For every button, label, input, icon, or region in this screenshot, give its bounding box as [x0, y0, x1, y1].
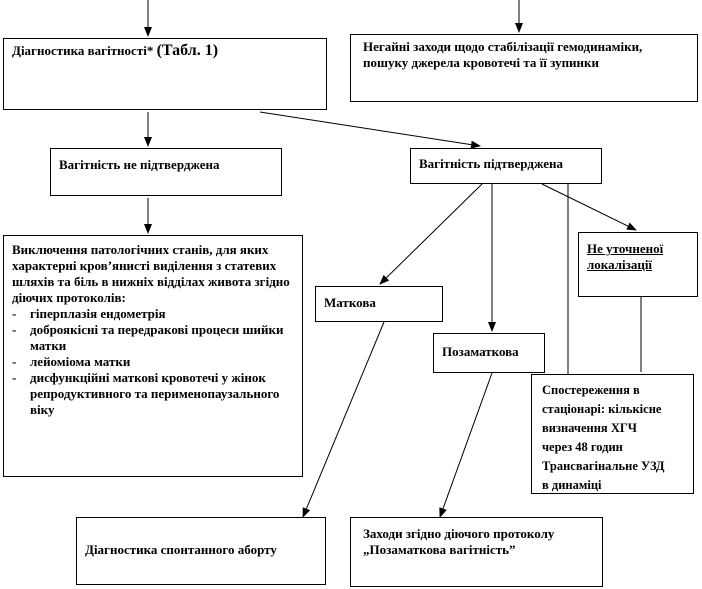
pregnancy-not-confirmed-box: Вагітність не підтверджена	[50, 148, 282, 196]
ectopic-protocol-line1: Заходи згідно діючого протоколу	[363, 526, 555, 541]
uterine-text: Маткова	[324, 295, 376, 310]
pregnancy-not-confirmed-text: Вагітність не підтверджена	[59, 157, 220, 172]
observation-line: Трансвагінальне УЗД	[542, 459, 665, 473]
observation-line: стаціонарі: кількісне	[542, 402, 662, 416]
observation-line: через 48 годин	[542, 440, 623, 454]
exclusion-intro: Виключення патологічних станів, для яких…	[12, 242, 290, 305]
arrow-confirmed-to-uterine	[379, 183, 483, 285]
pregnancy-diagnostics-box: Діагностика вагітності* (Табл. 1)	[3, 38, 327, 110]
ectopic-protocol-line2: „Позаматкова вагітність”	[363, 542, 516, 557]
table-reference: (Табл. 1)	[156, 42, 219, 59]
exclusion-item: доброякісні та передракові процеси шийки…	[12, 322, 294, 354]
exclusion-item: дисфункційні маткові кровотечі у жінок р…	[12, 370, 294, 418]
spontaneous-abortion-box: Діагностика спонтанного аборту	[76, 517, 326, 585]
observation-box: Спостереження в стаціонарі: кількісне ви…	[531, 374, 694, 494]
observation-line: в динаміці	[542, 478, 602, 492]
observation-line: визначення ХГЧ	[542, 421, 637, 435]
pregnancy-diagnostics-label: Діагностика вагітності*	[12, 43, 154, 58]
ectopic-box: Позаматкова	[433, 333, 545, 373]
exclusion-item: лейоміома матки	[12, 354, 294, 370]
emergency-measures-text: Негайні заходи щодо стабілізації гемодин…	[363, 39, 643, 70]
unknown-location-line2: локалізації	[587, 257, 653, 272]
exclusion-conditions-box: Виключення патологічних станів, для яких…	[3, 235, 303, 477]
unknown-location-box: Не уточненої локалізації	[578, 232, 698, 297]
uterine-box: Маткова	[315, 286, 443, 322]
spontaneous-abortion-text: Діагностика спонтанного аборту	[85, 542, 277, 557]
pregnancy-confirmed-box: Вагітність підтверджена	[410, 148, 602, 184]
arrow-diagnostics-to-confirmed	[259, 111, 481, 149]
emergency-measures-box: Негайні заходи щодо стабілізації гемодин…	[350, 34, 698, 102]
ectopic-protocol-box: Заходи згідно діючого протоколу „Позамат…	[350, 517, 603, 587]
ectopic-text: Позаматкова	[442, 344, 519, 359]
exclusion-list: гіперплазія ендометрія доброякісні та пе…	[12, 306, 294, 418]
pregnancy-confirmed-text: Вагітність підтверджена	[419, 156, 563, 171]
arrow-ectopic-to-protocol	[439, 372, 493, 518]
observation-line: Спостереження в	[542, 383, 640, 397]
unknown-location-line1: Не уточненої	[587, 241, 664, 256]
arrow-confirmed-to-unknown	[541, 183, 637, 231]
exclusion-item: гіперплазія ендометрія	[12, 306, 294, 322]
arrow-uterine-to-abortion	[302, 321, 385, 518]
